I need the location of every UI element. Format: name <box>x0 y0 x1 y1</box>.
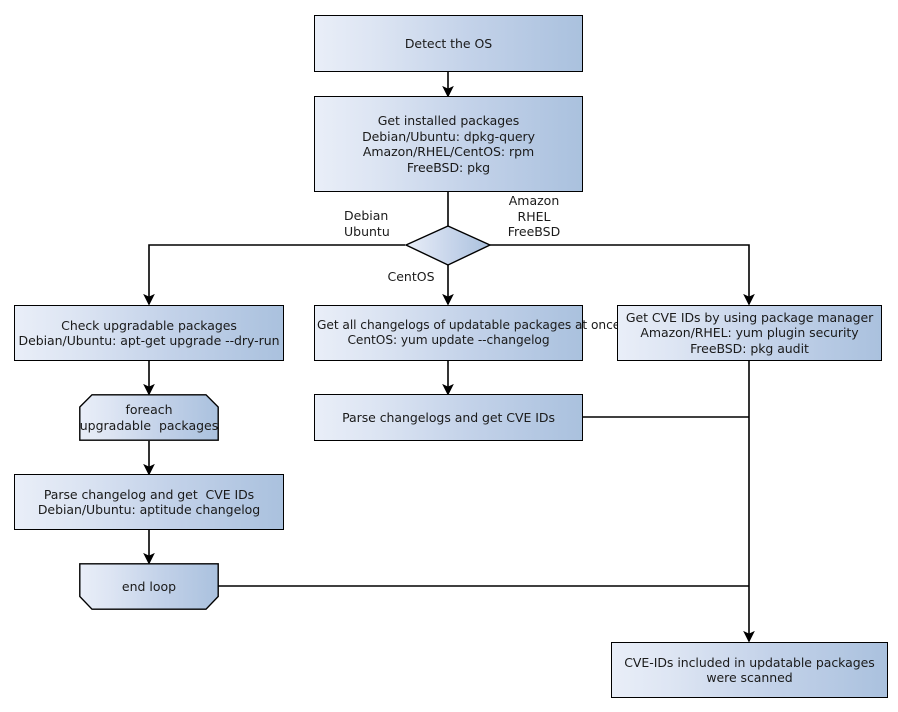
node-parse-changelog-debian-label: Parse changelog and get CVE IDs Debian/U… <box>37 486 261 518</box>
edge-decision-debian <box>143 244 405 306</box>
node-check-upgradable-packages[interactable]: Check upgradable packages Debian/Ubuntu:… <box>14 305 284 361</box>
node-end-loop[interactable]: end loop <box>79 563 219 610</box>
node-get-cve-ids-package-manager-label: Get CVE IDs by using package manager Ama… <box>625 309 874 356</box>
node-get-installed-packages[interactable]: Get installed packages Debian/Ubuntu: dp… <box>314 96 583 192</box>
node-parse-changelogs-centos[interactable]: Parse changelogs and get CVE IDs <box>314 394 583 441</box>
node-check-upgradable-packages-label: Check upgradable packages Debian/Ubuntu:… <box>18 317 280 349</box>
node-scanned-result-label: CVE-IDs included in updatable packages w… <box>624 654 875 686</box>
node-parse-changelogs-centos-label: Parse changelogs and get CVE IDs <box>342 409 555 425</box>
node-detect-os-label: Detect the OS <box>404 35 493 51</box>
node-get-all-changelogs[interactable]: Get all changelogs of updatable packages… <box>314 305 621 361</box>
edge-label-centos: CentOS <box>387 269 435 284</box>
node-foreach-label: foreach upgradable packages <box>79 402 219 433</box>
edge-label-debian-ubuntu: Debian Ubuntu <box>344 208 390 239</box>
edge-label-amazon-rhel-freebsd: Amazon RHEL FreeBSD <box>507 193 561 239</box>
node-parse-changelog-debian[interactable]: Parse changelog and get CVE IDs Debian/U… <box>14 474 284 530</box>
node-end-loop-label: end loop <box>121 578 177 594</box>
node-foreach-upgradable-packages[interactable]: foreach upgradable packages <box>79 394 219 441</box>
loop-end-shape <box>79 563 219 610</box>
node-scanned-result[interactable]: CVE-IDs included in updatable packages w… <box>611 642 888 698</box>
os-decision-diamond <box>404 225 492 266</box>
node-detect-os[interactable]: Detect the OS <box>314 15 583 72</box>
edge-decision-amazon <box>490 244 755 306</box>
node-get-all-changelogs-label: Get all changelogs of updatable packages… <box>317 317 621 348</box>
loop-start-shape <box>79 394 219 441</box>
node-get-cve-ids-package-manager[interactable]: Get CVE IDs by using package manager Ama… <box>617 305 882 361</box>
node-get-installed-packages-label: Get installed packages Debian/Ubuntu: dp… <box>362 113 535 175</box>
